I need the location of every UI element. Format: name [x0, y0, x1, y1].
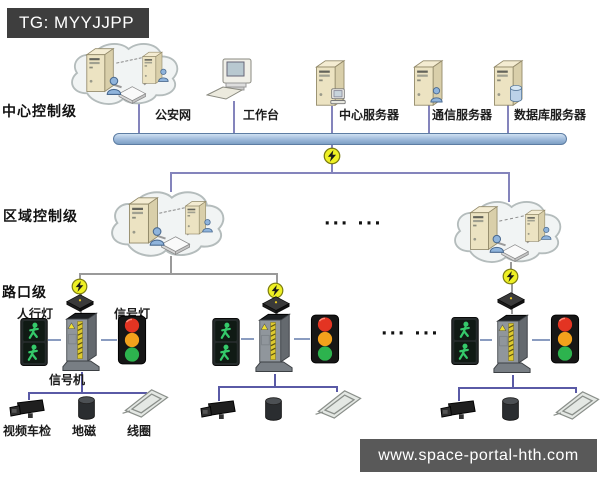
node-label: 通信服务器	[432, 108, 493, 122]
lightning-icon	[502, 268, 519, 285]
connector-line	[28, 392, 147, 394]
traffic-light-icon	[310, 313, 340, 365]
level-label-central: 中心控制级	[2, 105, 77, 120]
signal-controller-icon	[61, 308, 101, 374]
connector-line	[170, 172, 172, 192]
level-label-intersection: 路口级	[2, 286, 47, 301]
user-badge-icon	[429, 86, 444, 103]
field-switch-icon	[495, 292, 527, 310]
police-network-cloud	[60, 38, 188, 108]
connector-line	[458, 387, 460, 401]
node-label: 中心服务器	[339, 108, 400, 122]
connector-line	[458, 387, 577, 389]
connector-line	[101, 339, 117, 341]
node-label: 数据库服务器	[514, 108, 587, 122]
connector-line	[575, 387, 577, 393]
connector-line	[48, 339, 61, 341]
connector-line	[331, 106, 333, 134]
connector-line	[274, 374, 276, 386]
video-detector-icon	[9, 398, 47, 419]
user-icon	[489, 234, 505, 253]
ellipsis-more-regions: ··· ···	[324, 214, 383, 234]
magnetometer-icon	[76, 394, 97, 422]
pedestrian-light-icon	[212, 317, 240, 367]
connector-line	[233, 101, 235, 134]
node-label: 公安网	[155, 108, 192, 122]
traffic-light-icon	[550, 313, 580, 365]
connector-line	[218, 386, 338, 388]
user-icon	[158, 69, 169, 83]
loop-coil-icon	[315, 389, 363, 419]
magnetometer-icon	[500, 395, 521, 423]
loop-coil-label: 线圈	[127, 424, 152, 438]
watermark-top-banner: TG: MYYJJPP	[7, 8, 149, 38]
connector-line	[532, 339, 550, 341]
loop-coil-icon	[122, 388, 170, 418]
traffic-light-icon	[117, 314, 147, 366]
level-label-regional: 区域控制级	[3, 210, 78, 225]
node-label: 工作台	[243, 108, 280, 122]
connector-line	[170, 256, 172, 274]
connector-line	[79, 273, 278, 275]
network-bus-bar	[113, 133, 567, 145]
signal-controller-label: 信号机	[49, 373, 86, 387]
connector-line	[28, 392, 30, 400]
connector-line	[170, 172, 510, 174]
lightning-icon	[71, 278, 88, 295]
video-detector-icon	[440, 399, 478, 420]
regional-control-cloud	[444, 196, 570, 266]
pedestrian-light-icon	[20, 317, 48, 367]
loop-coil-icon	[553, 390, 600, 420]
video-detector-label: 视频车检	[3, 424, 52, 438]
watermark-bottom-text: www.space-portal-hth.com	[378, 446, 579, 464]
database-badge-icon	[508, 84, 524, 103]
terminal-badge-icon	[329, 87, 347, 105]
lightning-icon	[323, 147, 341, 165]
connector-line	[138, 104, 140, 134]
user-icon	[149, 227, 165, 247]
watermark-bottom-banner: www.space-portal-hth.com	[360, 439, 597, 472]
connector-line	[508, 172, 510, 202]
pedestrian-light-label: 人行灯	[17, 307, 54, 321]
connector-line	[81, 372, 83, 392]
connector-line	[218, 386, 220, 401]
signal-controller-icon	[492, 310, 532, 376]
connector-line	[294, 338, 310, 340]
connector-line	[507, 103, 509, 134]
connector-line	[276, 273, 278, 287]
connector-line	[241, 338, 254, 340]
connector-line	[428, 104, 430, 134]
user-icon	[540, 227, 552, 241]
connector-line	[510, 262, 512, 274]
regional-control-cloud	[102, 186, 232, 260]
workstation-icon	[206, 57, 256, 103]
connector-line	[336, 386, 338, 392]
user-icon	[201, 219, 213, 233]
signal-controller-icon	[254, 309, 294, 375]
video-detector-icon	[200, 399, 238, 420]
pedestrian-light-icon	[451, 316, 479, 366]
connector-line	[480, 339, 492, 341]
magnetometer-label: 地磁	[72, 424, 97, 438]
user-icon	[106, 76, 122, 96]
connector-line	[512, 375, 514, 387]
ellipsis-more-intersections: ··· ···	[381, 324, 440, 344]
watermark-top-text: TG: MYYJJPP	[19, 13, 135, 32]
magnetometer-icon	[263, 395, 284, 423]
